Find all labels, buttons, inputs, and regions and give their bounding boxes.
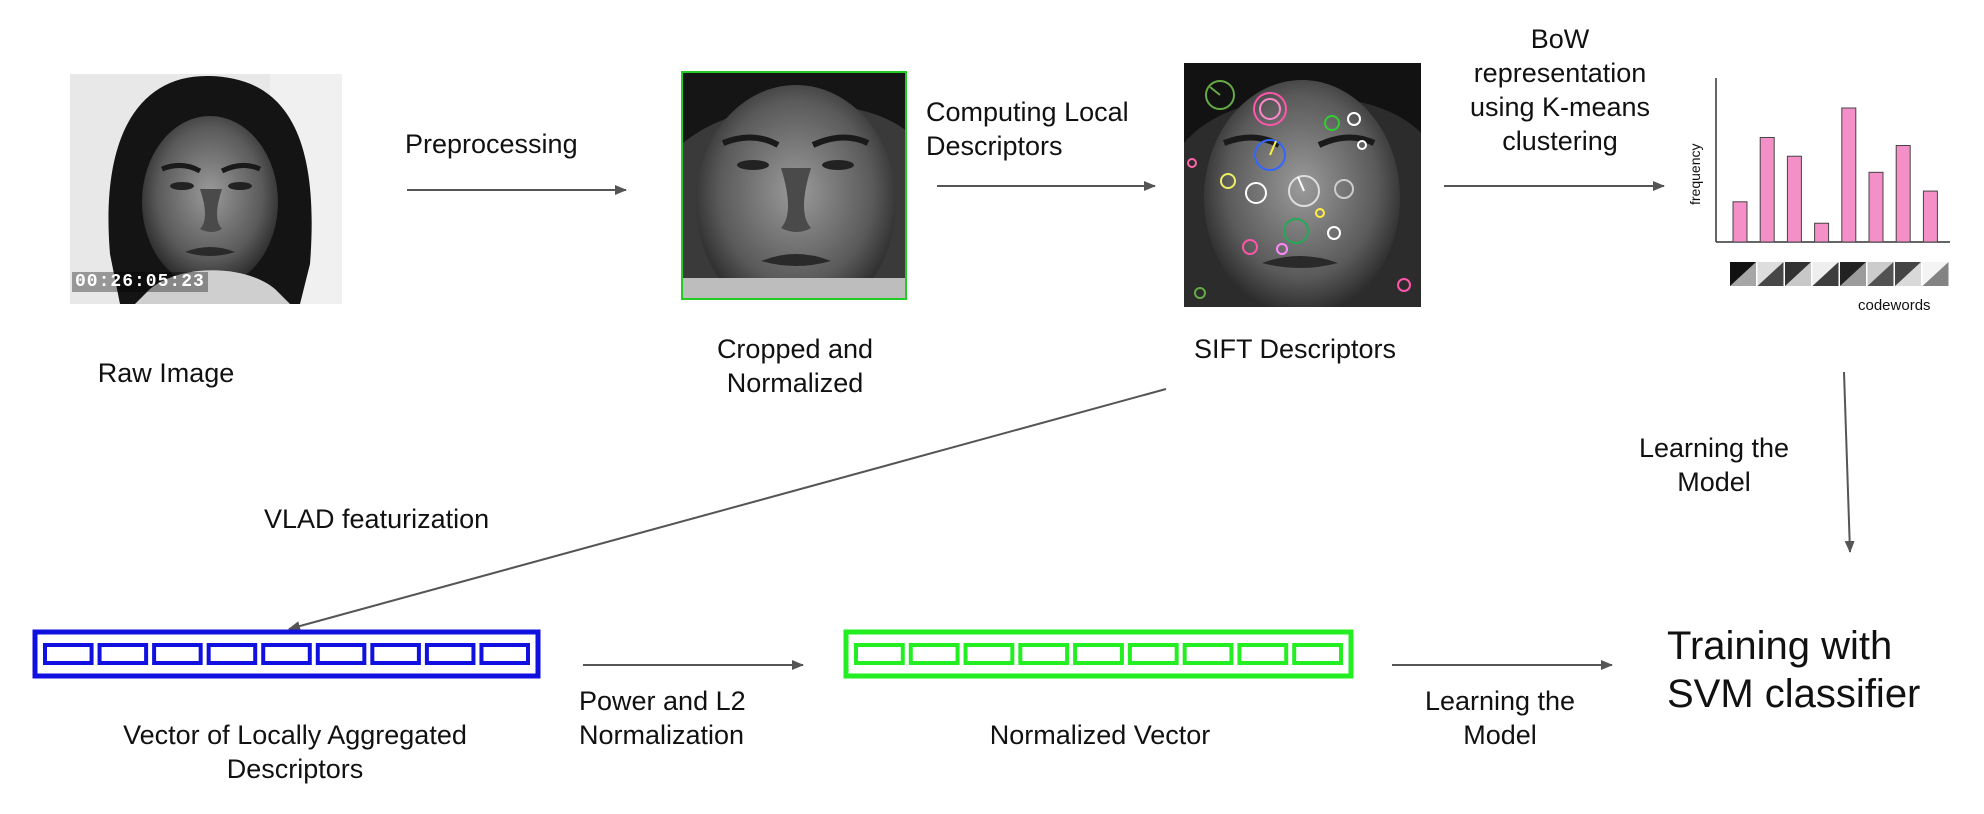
- normalized-vector-label: Normalized Vector: [989, 720, 1211, 750]
- vector-cell: [1237, 643, 1289, 665]
- vector-cell: [370, 643, 421, 665]
- vlad-vector: [32, 629, 541, 679]
- vector-cell: [1292, 643, 1343, 665]
- vlad-featurization-label: VLAD featurization: [264, 504, 490, 534]
- vector-cell: [1018, 643, 1070, 665]
- arrow-vlad: [288, 388, 1167, 631]
- sift-label: SIFT Descriptors: [1193, 334, 1397, 364]
- vector-cell: [963, 643, 1015, 665]
- vector-cell: [261, 643, 312, 665]
- vector-cell: [43, 643, 94, 665]
- vector-cell: [479, 643, 531, 665]
- vector-cell: [908, 643, 960, 665]
- vector-cell: [1182, 643, 1234, 665]
- vector-cell: [854, 643, 905, 665]
- vector-frame: [32, 629, 541, 679]
- vector-frame: [843, 629, 1354, 679]
- raw-image-label: Raw Image: [97, 358, 235, 388]
- vector-cell: [315, 643, 367, 665]
- cropped-image: [681, 71, 907, 300]
- normalized-vector: [843, 629, 1354, 679]
- raw-image-timestamp: 00:26:05:23: [72, 272, 208, 292]
- vector-cell: [97, 643, 149, 665]
- arrow-learning-top: [1843, 371, 1855, 553]
- vector-cell: [206, 643, 258, 665]
- vector-cell: [1127, 643, 1179, 665]
- vector-cell: [424, 643, 476, 665]
- preprocessing-label: Preprocessing: [405, 129, 578, 159]
- vector-cell: [1073, 643, 1124, 665]
- raw-image: [70, 74, 342, 304]
- sift-image: [1184, 63, 1421, 307]
- vector-cell: [152, 643, 203, 665]
